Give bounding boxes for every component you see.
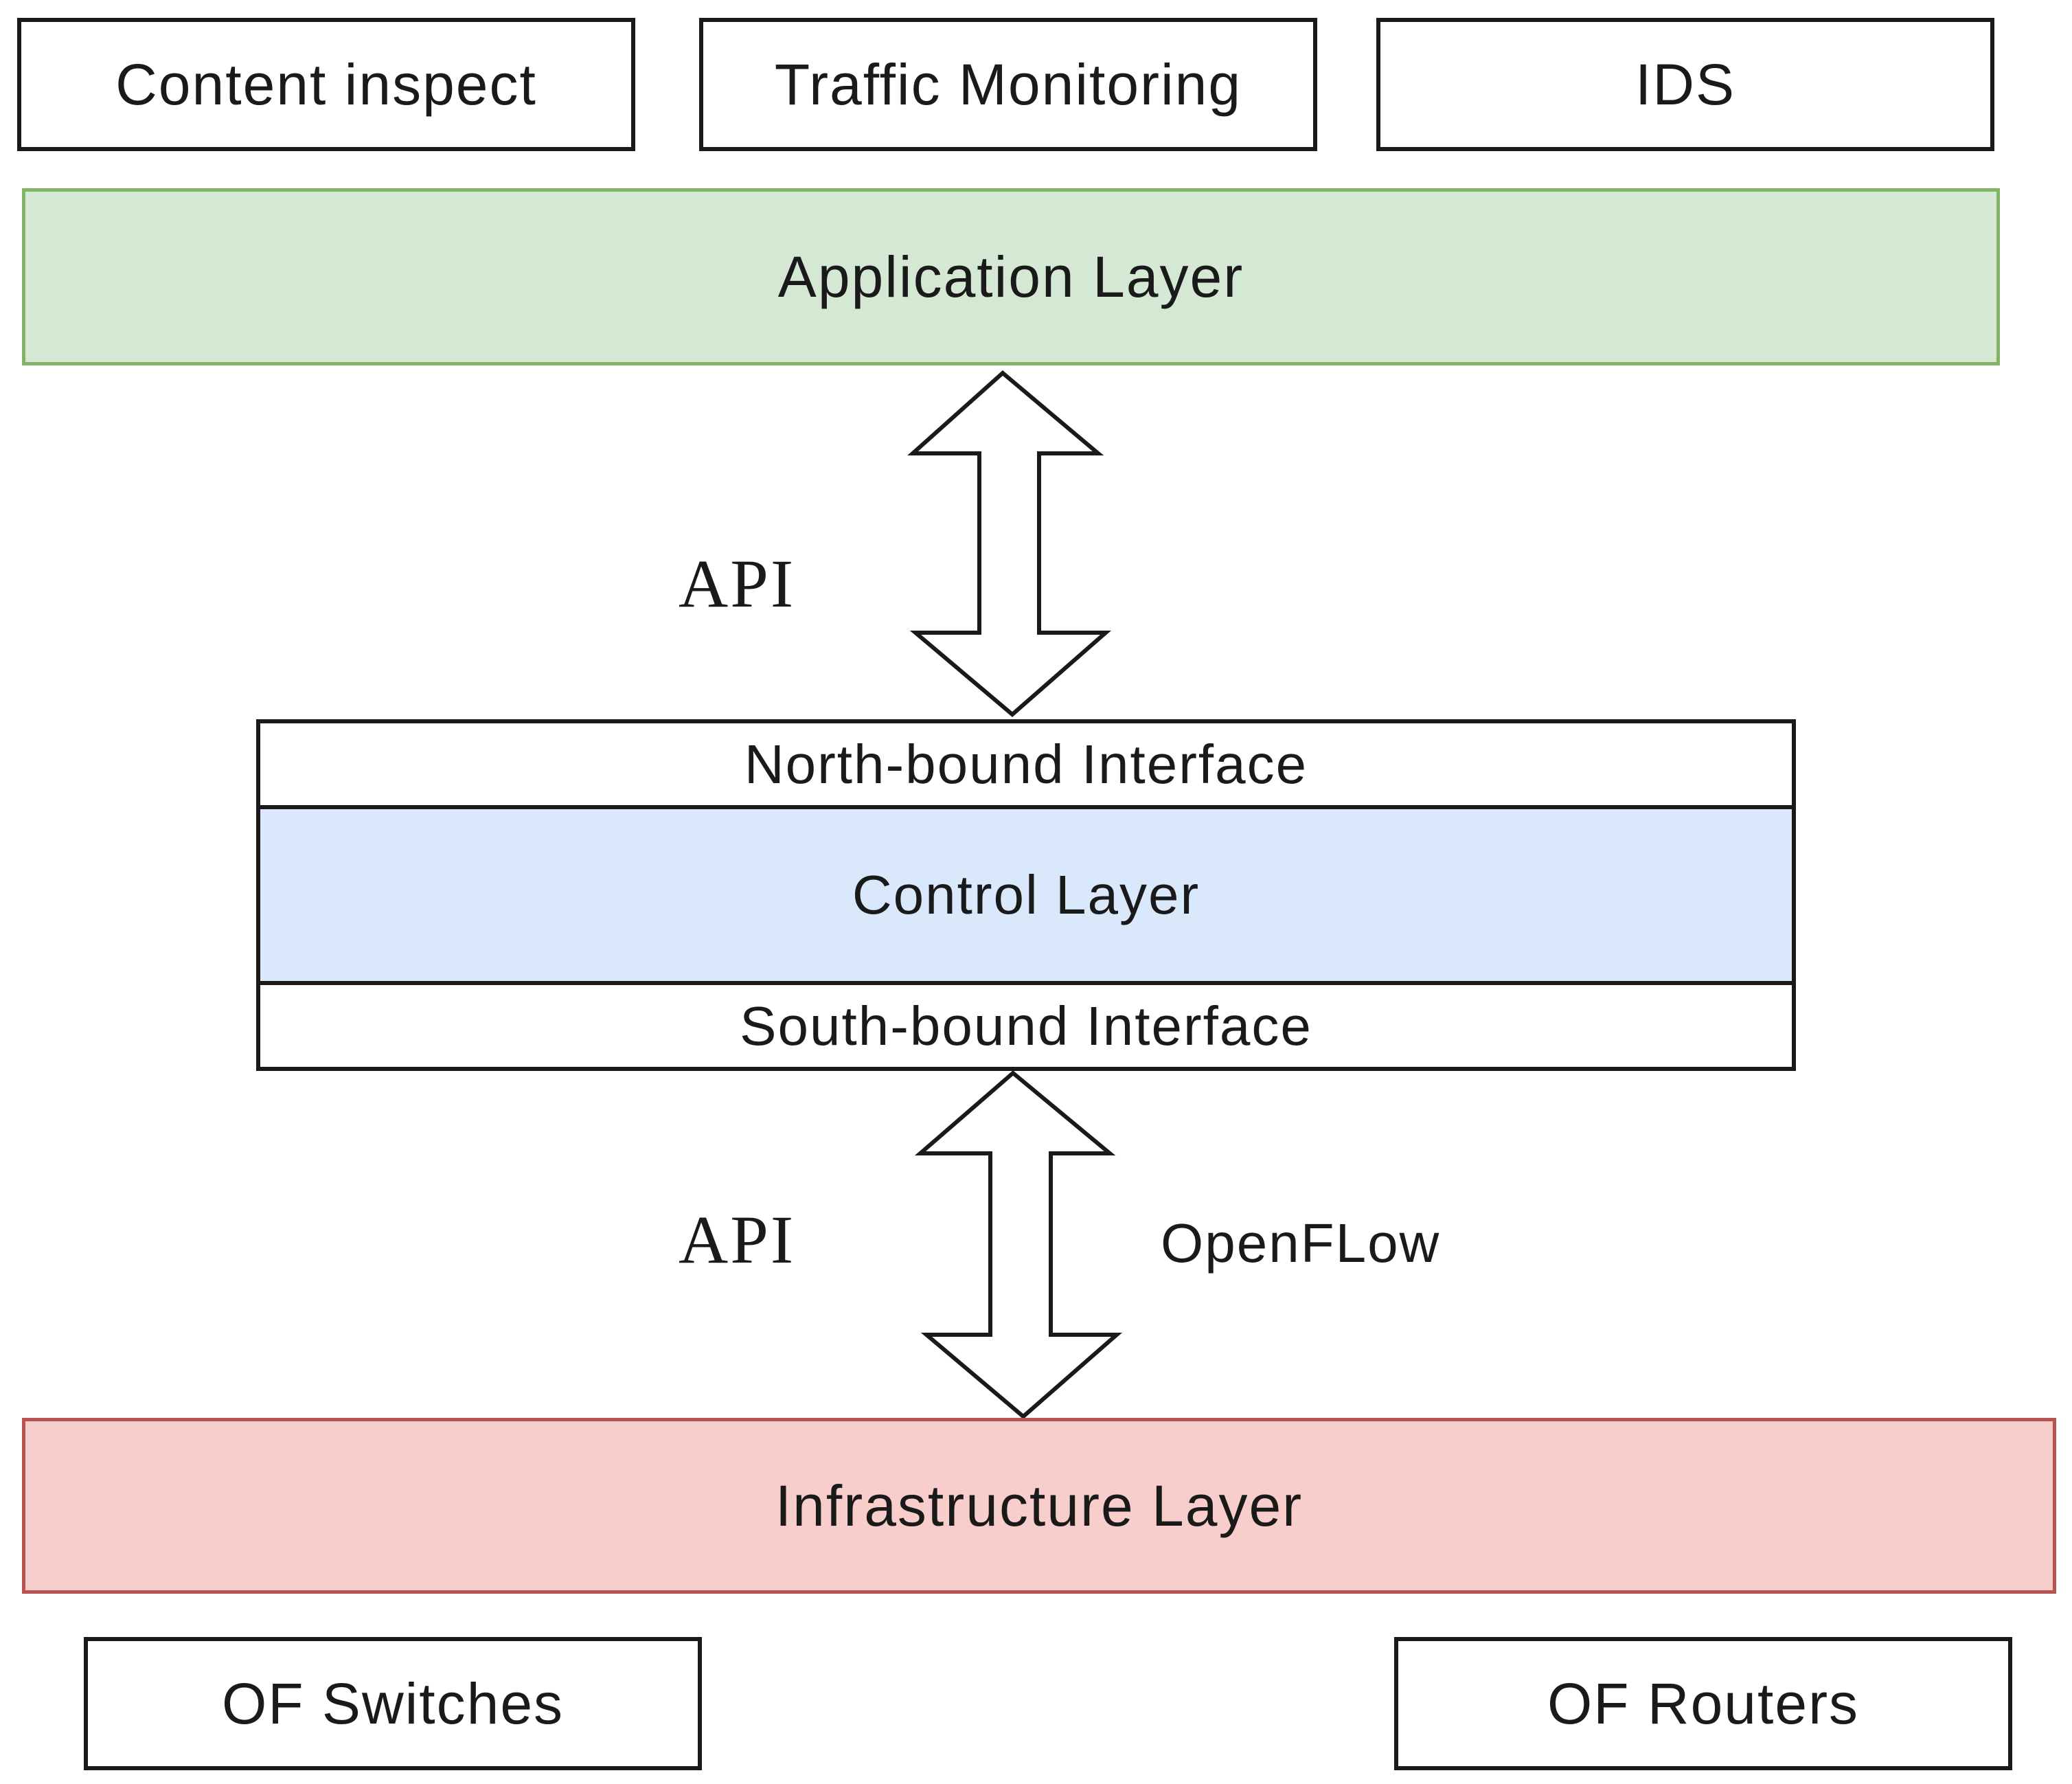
- north-bound-interface-label: North-bound Interface: [744, 733, 1308, 795]
- infrastructure-layer-label: Infrastructure Layer: [775, 1473, 1303, 1538]
- ids-label: IDS: [1635, 52, 1736, 117]
- traffic-monitoring-label: Traffic Monitoring: [774, 52, 1242, 117]
- lower-api-label: API: [679, 1201, 796, 1278]
- infrastructure-layer: Infrastructure Layer: [22, 1418, 2056, 1594]
- application-layer: Application Layer: [22, 188, 2000, 365]
- traffic-monitoring-box: Traffic Monitoring: [699, 18, 1317, 151]
- north-bound-interface: North-bound Interface: [260, 723, 1792, 809]
- ids-box: IDS: [1376, 18, 1994, 151]
- control-stack: North-bound Interface Control Layer Sout…: [256, 719, 1796, 1071]
- application-layer-label: Application Layer: [777, 244, 1244, 309]
- of-routers-box: OF Routers: [1394, 1637, 2012, 1770]
- south-bound-interface: South-bound Interface: [260, 981, 1792, 1067]
- south-bound-interface-label: South-bound Interface: [740, 995, 1312, 1057]
- of-routers-label: OF Routers: [1547, 1671, 1860, 1736]
- control-layer: Control Layer: [260, 809, 1792, 981]
- content-inspect-label: Content inspect: [115, 52, 537, 117]
- of-switches-box: OF Switches: [84, 1637, 702, 1770]
- control-layer-label: Control Layer: [852, 864, 1200, 925]
- upper-api-label: API: [679, 545, 796, 622]
- openflow-label: OpenFLow: [1161, 1212, 1441, 1274]
- content-inspect-box: Content inspect: [17, 18, 635, 151]
- of-switches-label: OF Switches: [221, 1671, 565, 1736]
